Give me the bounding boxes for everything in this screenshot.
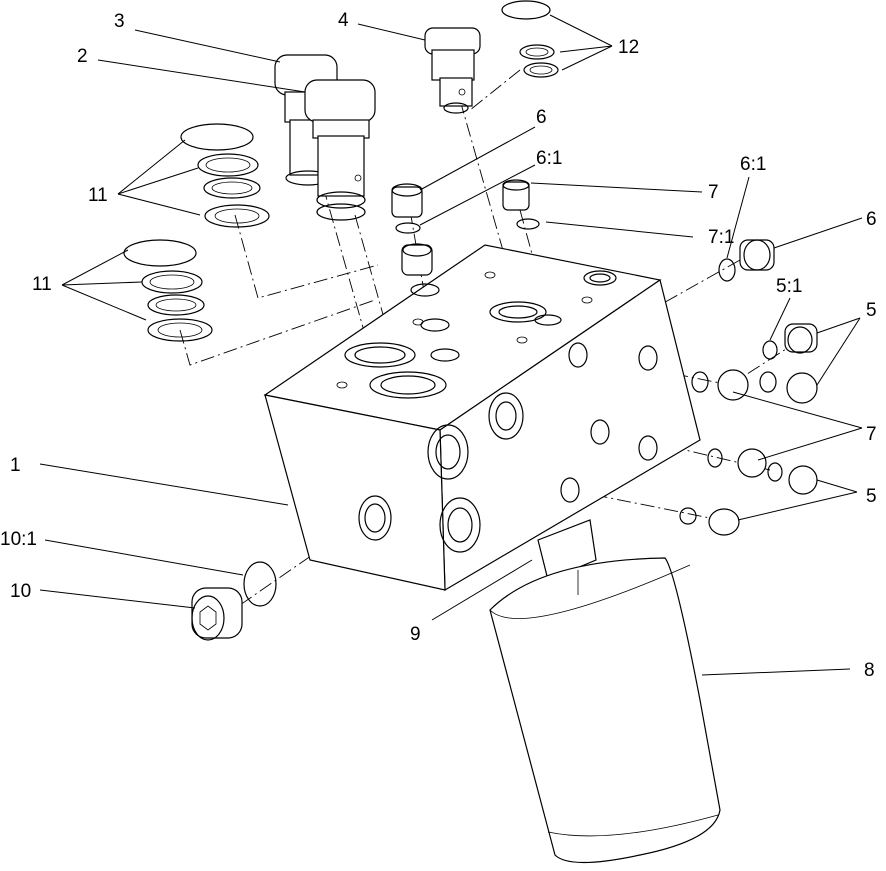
plug-6-right (718, 239, 775, 282)
callout-10-1: 10:1 (0, 529, 37, 550)
callout-11-lower: 11 (32, 274, 52, 295)
filter-canister (489, 557, 721, 864)
callout-8: 8 (864, 660, 875, 681)
leader-lines (39, 14, 863, 676)
callout-11-upper: 11 (88, 185, 108, 206)
callout-1: 1 (10, 455, 21, 476)
callout-9: 9 (410, 624, 421, 645)
seal-kit-11-lower (123, 239, 213, 342)
plug-7-top (502, 179, 540, 230)
seal-kit-12 (501, 0, 559, 78)
plug-row-upper (691, 369, 818, 404)
callout-5-upper: 5 (866, 300, 877, 321)
manifold-block (263, 244, 701, 592)
plug-10 (191, 561, 277, 641)
plug-row-lower (679, 507, 740, 536)
cartridge-valve-2 (304, 79, 376, 221)
callout-6-1-top: 6:1 (536, 148, 562, 169)
plug-6-top (391, 183, 423, 234)
callout-7-lower: 7 (866, 424, 877, 445)
callout-12: 12 (618, 37, 639, 58)
callout-6-right: 6 (866, 209, 877, 230)
callout-7-1: 7:1 (708, 227, 734, 248)
callout-2: 2 (77, 46, 88, 67)
callout-3: 3 (114, 11, 125, 32)
callout-7-top: 7 (708, 182, 719, 203)
callout-6-1-right: 6:1 (740, 154, 766, 175)
check-valve-insert (401, 243, 440, 297)
plug-row-middle (707, 448, 818, 495)
callout-5-lower: 5 (866, 486, 877, 507)
callout-6-top: 6 (536, 107, 547, 128)
callout-4: 4 (338, 10, 349, 31)
seal-kit-11-upper (180, 123, 270, 228)
plug-5-upper (762, 323, 818, 360)
callout-labels: 3 2 4 12 11 11 6 6:1 7 7:1 6:1 6 5:1 5 7… (0, 10, 877, 681)
cartridge-valve-4 (424, 27, 481, 114)
callout-5-1: 5:1 (776, 276, 802, 297)
filter-stem (537, 519, 597, 581)
callout-10: 10 (10, 581, 31, 602)
